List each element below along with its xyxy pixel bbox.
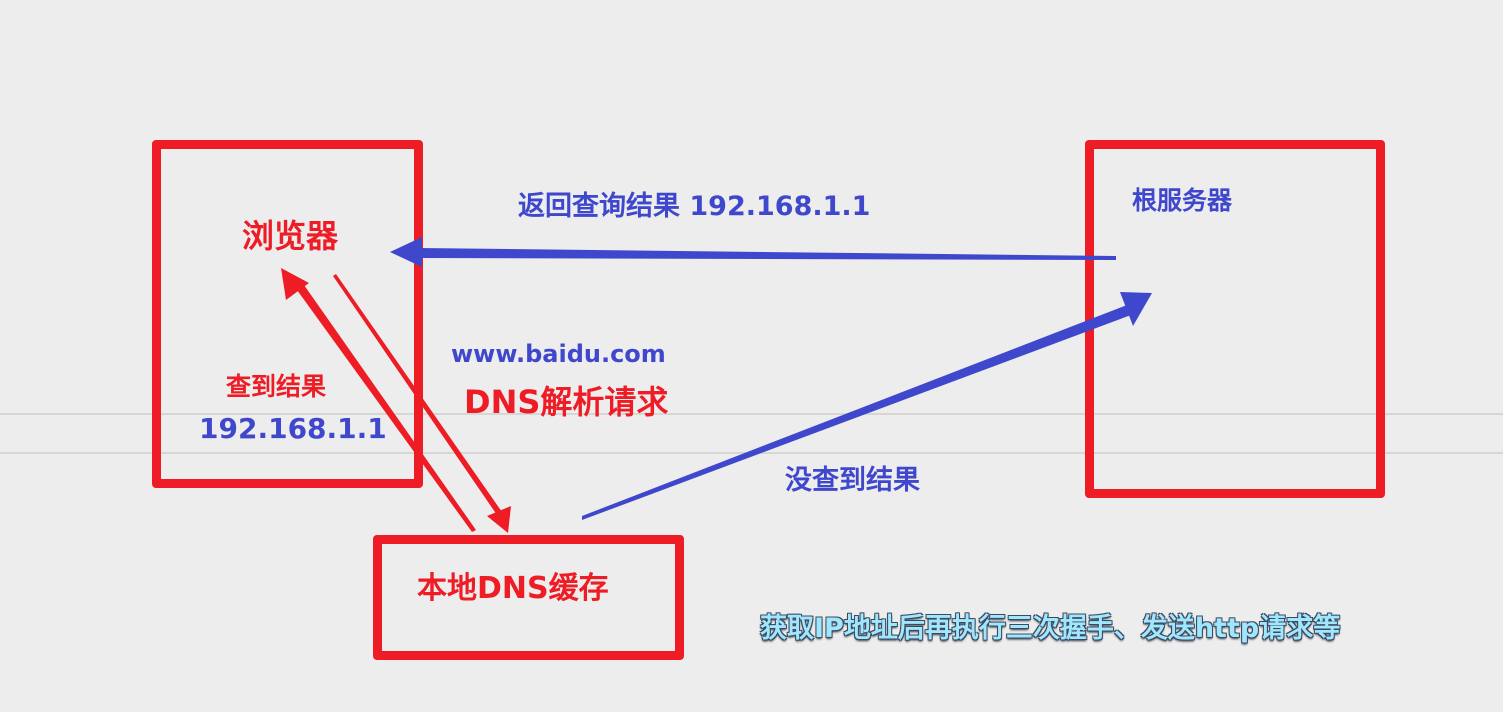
found-ip-label: 192.168.1.1 xyxy=(199,412,387,445)
not-found-label: 没查到结果 xyxy=(785,465,920,496)
local-dns-cache-box xyxy=(373,535,684,660)
request-type-label: DNS解析请求 xyxy=(464,383,669,421)
not-found-arrow-head xyxy=(1120,292,1152,326)
result-arrow-shaft xyxy=(297,285,476,532)
request-domain-label: www.baidu.com xyxy=(451,340,666,368)
browser-label: 浏览器 xyxy=(242,217,339,255)
root-server-box xyxy=(1085,140,1385,498)
not-found-arrow-shaft xyxy=(582,305,1131,520)
found-result-label: 查到结果 xyxy=(226,372,327,401)
footer-note: 获取IP地址后再执行三次握手、发送http请求等 xyxy=(760,613,1341,644)
return-arrow-shaft xyxy=(418,248,1116,260)
root-server-label: 根服务器 xyxy=(1132,186,1233,215)
background-line-upper xyxy=(0,413,1503,415)
request-arrow-head xyxy=(487,506,511,533)
local-dns-cache-label: 本地DNS缓存 xyxy=(417,571,609,606)
return-arrow-head xyxy=(390,237,422,267)
browser-box xyxy=(152,140,423,488)
result-arrow-head xyxy=(281,268,309,300)
request-arrow-shaft xyxy=(333,274,502,515)
return-result-label: 返回查询结果 192.168.1.1 xyxy=(518,191,871,222)
